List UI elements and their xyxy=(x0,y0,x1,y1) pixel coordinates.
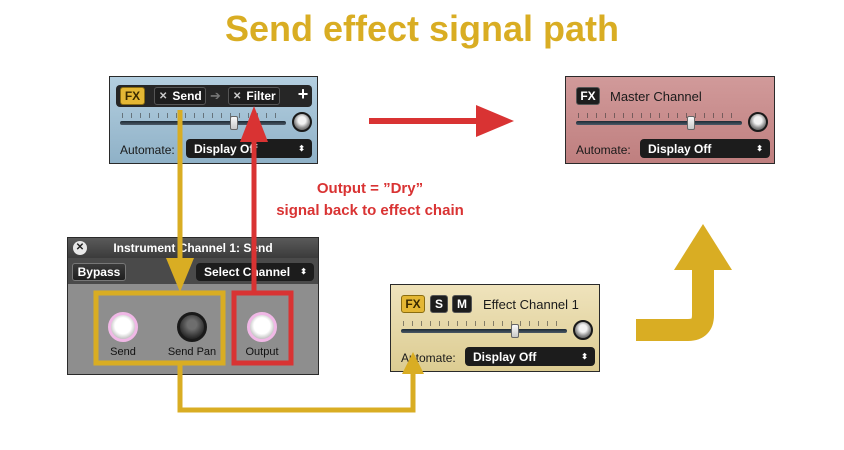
remove-icon[interactable]: ✕ xyxy=(233,90,242,102)
bypass-button[interactable]: Bypass xyxy=(72,263,126,281)
instrument-channel-strip: FX ✕ Send ➔ ✕ Filter + Automate: Display… xyxy=(109,76,318,164)
filter-plugin-label: Filter xyxy=(246,89,276,103)
automate-select[interactable]: Display Off ⬍ xyxy=(465,347,595,366)
output-knob-label: Output xyxy=(245,346,279,358)
automate-select[interactable]: Display Off ⬍ xyxy=(186,139,312,158)
add-plugin-button[interactable]: + xyxy=(297,84,309,104)
send-knob-label: Send xyxy=(110,346,136,358)
pan-knob[interactable] xyxy=(748,112,768,132)
diagram-title: Send effect signal path xyxy=(224,8,620,49)
output-annotation-line1: Output = ”Dry” xyxy=(316,180,424,197)
master-channel-strip: FX Master Channel Automate: Display Off … xyxy=(565,76,775,164)
fader-scale xyxy=(578,113,738,118)
red-arrow-to-master xyxy=(369,105,514,137)
close-icon[interactable]: ✕ xyxy=(73,241,87,255)
volume-fader-track[interactable] xyxy=(401,329,567,333)
select-arrows-icon: ⬍ xyxy=(300,267,307,276)
select-channel-label: Select Channel xyxy=(204,265,291,279)
filter-plugin-slot[interactable]: ✕ Filter xyxy=(228,87,280,105)
automate-value: Display Off xyxy=(473,349,537,364)
mute-button[interactable]: M xyxy=(452,295,472,313)
pan-knob[interactable] xyxy=(292,112,312,132)
chain-arrow-icon: ➔ xyxy=(210,88,221,103)
remove-icon[interactable]: ✕ xyxy=(159,90,168,102)
volume-fader-handle[interactable] xyxy=(687,116,695,130)
output-knob[interactable] xyxy=(247,312,277,342)
select-arrows-icon: ⬍ xyxy=(298,143,305,153)
output-knob-highlight xyxy=(231,290,294,366)
automate-label: Automate: xyxy=(576,143,631,157)
automate-value: Display Off xyxy=(194,141,258,156)
fader-scale xyxy=(122,113,282,118)
gold-arrow-send-down xyxy=(166,110,194,292)
volume-fader-track[interactable] xyxy=(120,121,286,125)
gold-arrow-to-master xyxy=(636,224,732,341)
select-arrows-icon: ⬍ xyxy=(756,143,763,153)
select-arrows-icon: ⬍ xyxy=(581,351,588,361)
send-plugin-label: Send xyxy=(172,89,202,103)
gold-arrow-to-effect-channel xyxy=(177,352,424,413)
fx-button[interactable]: FX xyxy=(576,87,600,105)
send-pan-knob-label: Send Pan xyxy=(167,346,217,358)
fader-scale xyxy=(403,321,563,326)
channel-name: Master Channel xyxy=(610,89,702,104)
automate-select[interactable]: Display Off ⬍ xyxy=(640,139,770,158)
volume-fader-handle[interactable] xyxy=(230,116,238,130)
send-knob[interactable] xyxy=(108,312,138,342)
fx-button[interactable]: FX xyxy=(401,295,425,313)
red-arrow-output-up xyxy=(240,106,268,293)
automate-value: Display Off xyxy=(648,141,712,156)
send-plugin-slot[interactable]: ✕ Send xyxy=(154,87,206,105)
send-pan-knob[interactable] xyxy=(177,312,207,342)
fx-button[interactable]: FX xyxy=(120,87,145,105)
automate-label: Automate: xyxy=(120,143,175,157)
send-knobs-highlight xyxy=(93,290,226,366)
output-annotation-line2: signal back to effect chain xyxy=(276,202,464,219)
volume-fader-handle[interactable] xyxy=(511,324,519,338)
solo-button[interactable]: S xyxy=(430,295,448,313)
pan-knob[interactable] xyxy=(573,320,593,340)
channel-name: Effect Channel 1 xyxy=(483,297,579,312)
send-panel-title: Instrument Channel 1: Send xyxy=(113,241,273,255)
volume-fader-track[interactable] xyxy=(576,121,742,125)
